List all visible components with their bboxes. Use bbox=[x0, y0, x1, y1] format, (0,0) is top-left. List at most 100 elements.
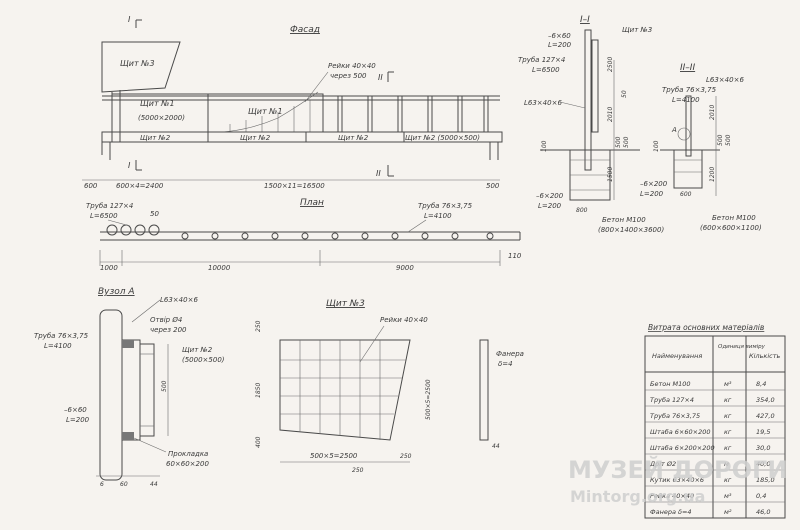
facade-dim-600: 600 bbox=[84, 182, 98, 190]
node-angle: L63×40×6 bbox=[160, 296, 198, 304]
table-body: Бетон М100 м³ 8,4 Труба 127×4 кг 354,0 Т… bbox=[645, 380, 785, 516]
shield3-dim-44: 44 bbox=[492, 443, 500, 450]
table-row-1-unit: кг bbox=[724, 396, 732, 404]
node-pipe-length: L=4100 bbox=[44, 342, 72, 350]
node-strip-length: L=200 bbox=[66, 416, 90, 424]
watermark: МУЗЕЙ ДОРОГИ Mintorg.org.ua bbox=[568, 455, 787, 506]
section1-dim-500a: 500 bbox=[615, 136, 622, 148]
table-row-1-name: Труба 127×4 bbox=[650, 396, 694, 404]
shield3-dim-250c: 250 bbox=[352, 467, 364, 474]
plan-dim-1000: 1000 bbox=[100, 264, 118, 272]
section1-shield3: Щит №3 bbox=[622, 26, 652, 34]
plan-dim-9000: 9000 bbox=[396, 264, 414, 272]
table-row-1-qty: 354,0 bbox=[756, 396, 775, 404]
table-row-5-name: Дріт Ø2 bbox=[649, 460, 676, 468]
table-row-6-unit: кг bbox=[724, 476, 732, 484]
shield3-plywood-2: δ=4 bbox=[498, 360, 513, 368]
section1-dim-50: 50 bbox=[621, 90, 628, 98]
section1-pipe-length: L=6500 bbox=[532, 66, 560, 74]
node-shield-size: (5000×500) bbox=[182, 356, 225, 364]
node-dim-44: 44 bbox=[150, 481, 158, 488]
shield3-dim-250a: 250 bbox=[255, 320, 262, 332]
shield2c-label: Щит №2 bbox=[338, 134, 369, 142]
watermark-line1: МУЗЕЙ ДОРОГИ bbox=[568, 455, 787, 484]
node-gasket-2: 60×60×200 bbox=[166, 460, 209, 468]
plan-pipe76-label: Труба 76×3,75 bbox=[418, 202, 473, 210]
section-marker-I-top: I bbox=[128, 15, 131, 24]
facade-title: Фасад bbox=[290, 25, 320, 35]
materials-table: Витрата основних матеріалів Найменування… bbox=[644, 323, 786, 519]
node-dim-500: 500 bbox=[161, 380, 168, 392]
section-marker-I-bottom: I bbox=[128, 161, 131, 170]
shield2a-label: Щит №2 bbox=[140, 134, 171, 142]
table-row-0-qty: 8,4 bbox=[756, 380, 766, 388]
table-header-qty: Кількість bbox=[749, 352, 780, 360]
section2-marker-A: А bbox=[671, 126, 677, 134]
shield3-label: Щит №3 bbox=[120, 59, 155, 68]
node-dim-6: 6 bbox=[100, 481, 104, 488]
shield3-dim-500x5v: 500×5=2500 bbox=[425, 379, 432, 420]
shield1b-label: Щит №1 bbox=[248, 107, 283, 116]
table-row-4-name: Штаба 6×200×200 bbox=[650, 444, 715, 452]
section1-dim-500b: 500 bbox=[623, 136, 630, 148]
shield3-dim-500x5h: 500×5=2500 bbox=[310, 452, 358, 460]
node-a-view: Вузол А L63×40×6 Труба 76×3,75 L=4100 От… bbox=[34, 287, 225, 488]
section-marker-II-bottom: II bbox=[376, 169, 381, 178]
table-row-3-unit: кг bbox=[724, 428, 732, 436]
section2-dim-500a: 500 bbox=[717, 134, 724, 146]
plan-pipe127-length: L=6500 bbox=[90, 212, 118, 220]
plan-dim-50: 50 bbox=[150, 210, 159, 218]
watermark-line2: Mintorg.org.ua bbox=[570, 487, 705, 506]
table-row-5-qty: 40,0 bbox=[756, 460, 770, 468]
section2-strip-length: L=200 bbox=[640, 190, 664, 198]
node-hole-1: Отвір Ø4 bbox=[150, 316, 182, 324]
table-row-7-name: Рейка 40×40 bbox=[650, 492, 694, 500]
table-row-0-name: Бетон М100 bbox=[650, 380, 691, 388]
table-row-0-unit: м³ bbox=[724, 380, 732, 388]
section2-concrete: Бетон М100 bbox=[712, 214, 756, 222]
table-row-8-qty: 46,0 bbox=[756, 508, 770, 516]
table-row-6-name: Кутик 63×40×6 bbox=[650, 476, 704, 484]
section2-concrete-size: (600×600×1100) bbox=[700, 224, 762, 232]
facade-dim-1500x11: 1500×11=16500 bbox=[264, 182, 325, 190]
section2-dim-500b: 500 bbox=[725, 134, 732, 146]
section-2-view: II–II L63×40×6 Труба 76×3,75 L=4100 А –6… bbox=[640, 63, 762, 232]
plan-posts bbox=[106, 224, 494, 240]
table-row-4-unit: кг bbox=[724, 444, 732, 452]
node-hole-2: через 200 bbox=[150, 326, 187, 334]
plan-title: План bbox=[300, 198, 324, 208]
shield3-dim-1850: 1850 bbox=[255, 383, 262, 398]
section1-title: I–I bbox=[580, 15, 590, 25]
section1-dim-1500: 1500 bbox=[607, 167, 614, 182]
section-marker-II-top: II bbox=[378, 73, 383, 82]
shield3-detail: Щит №3 Рейки 40×40 250 1850 400 500×5=25… bbox=[255, 299, 524, 474]
facade-view: Фасад Щит №3 I I II II Щит №1 (5000×2000… bbox=[82, 15, 503, 190]
table-header-unit: Одиниця виміру bbox=[718, 344, 766, 350]
node-pipe: Труба 76×3,75 bbox=[34, 332, 89, 340]
shield3-plywood-1: Фанера bbox=[496, 350, 524, 358]
shield2d-label: Щит №2 (5000×500) bbox=[405, 134, 480, 142]
table-row-3-name: Штаба 6×60×200 bbox=[650, 428, 710, 436]
facade-dim-600x4: 600×4=2400 bbox=[116, 182, 164, 190]
table-row-4-qty: 30,0 bbox=[756, 444, 770, 452]
table-row-8-unit: м² bbox=[724, 508, 732, 516]
section1-strip: –6×60 bbox=[548, 32, 571, 40]
section2-pipe: Труба 76×3,75 bbox=[662, 86, 717, 94]
section1-strip2: –6×200 bbox=[536, 192, 564, 200]
rails-note-line1: Рейки 40×40 bbox=[328, 62, 376, 70]
table-row-2-unit: кг bbox=[724, 412, 732, 420]
section1-dim-100: 100 bbox=[541, 140, 548, 152]
shield3-dim-250b: 250 bbox=[400, 453, 412, 460]
section2-dim-1200: 1200 bbox=[709, 167, 716, 182]
section1-concrete-size: (800×1400×3600) bbox=[598, 226, 664, 234]
node-shield: Щит №2 bbox=[182, 346, 213, 354]
shield3-board bbox=[101, 41, 181, 93]
shield3-rails: Рейки 40×40 bbox=[380, 316, 428, 324]
section2-dim-600: 600 bbox=[680, 191, 692, 198]
section2-title: II–II bbox=[680, 63, 695, 73]
section1-dim-2010: 2010 bbox=[607, 107, 614, 122]
shield3-detail-title: Щит №3 bbox=[326, 299, 365, 309]
plan-dim-110: 110 bbox=[508, 252, 522, 260]
section1-pipe: Труба 127×4 bbox=[518, 56, 565, 64]
